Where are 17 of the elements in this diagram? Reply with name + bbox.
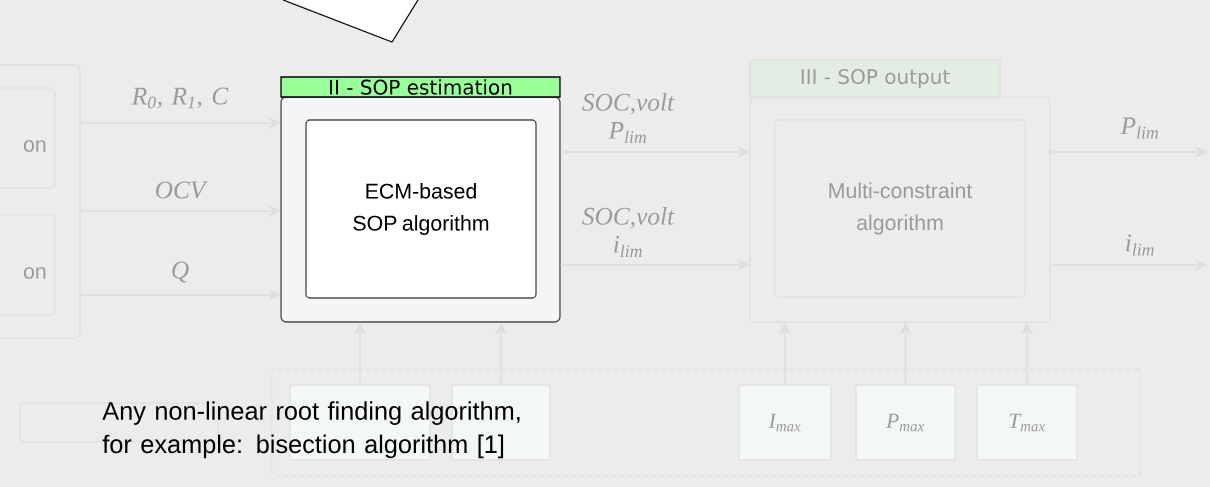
edge-label: R$_{0}$, R$_{1}$, C [131, 87, 229, 109]
input-box: T$_{max}$ [976, 384, 1078, 461]
edge-label: SOC,volt i$_{lim}$ [582, 207, 675, 257]
node-label: II - SOP estimation [330, 79, 512, 95]
process-box: on [0, 87, 56, 189]
edge-label: SOC,volt P$_{lim}$ [582, 93, 675, 143]
edge-label: P$_{lim}$ [1120, 117, 1158, 139]
input-box: I$_{max}$ [738, 384, 832, 461]
input-box: P$_{max}$ [855, 384, 956, 461]
edge-label: Q [172, 261, 189, 283]
process-box: on [0, 214, 56, 316]
process-box: ECM-based SOP algorithm [305, 119, 537, 299]
edge-label: OCV [155, 181, 208, 199]
process-box: Multi-constraint algorithm [774, 119, 1026, 298]
node-label: III - SOP output [801, 69, 950, 89]
annotation-text: Any non-linear root finding algorithm, for example: bisection algorithm [1] [102, 401, 520, 459]
edge-label: i$_{lim}$ [1126, 234, 1154, 256]
